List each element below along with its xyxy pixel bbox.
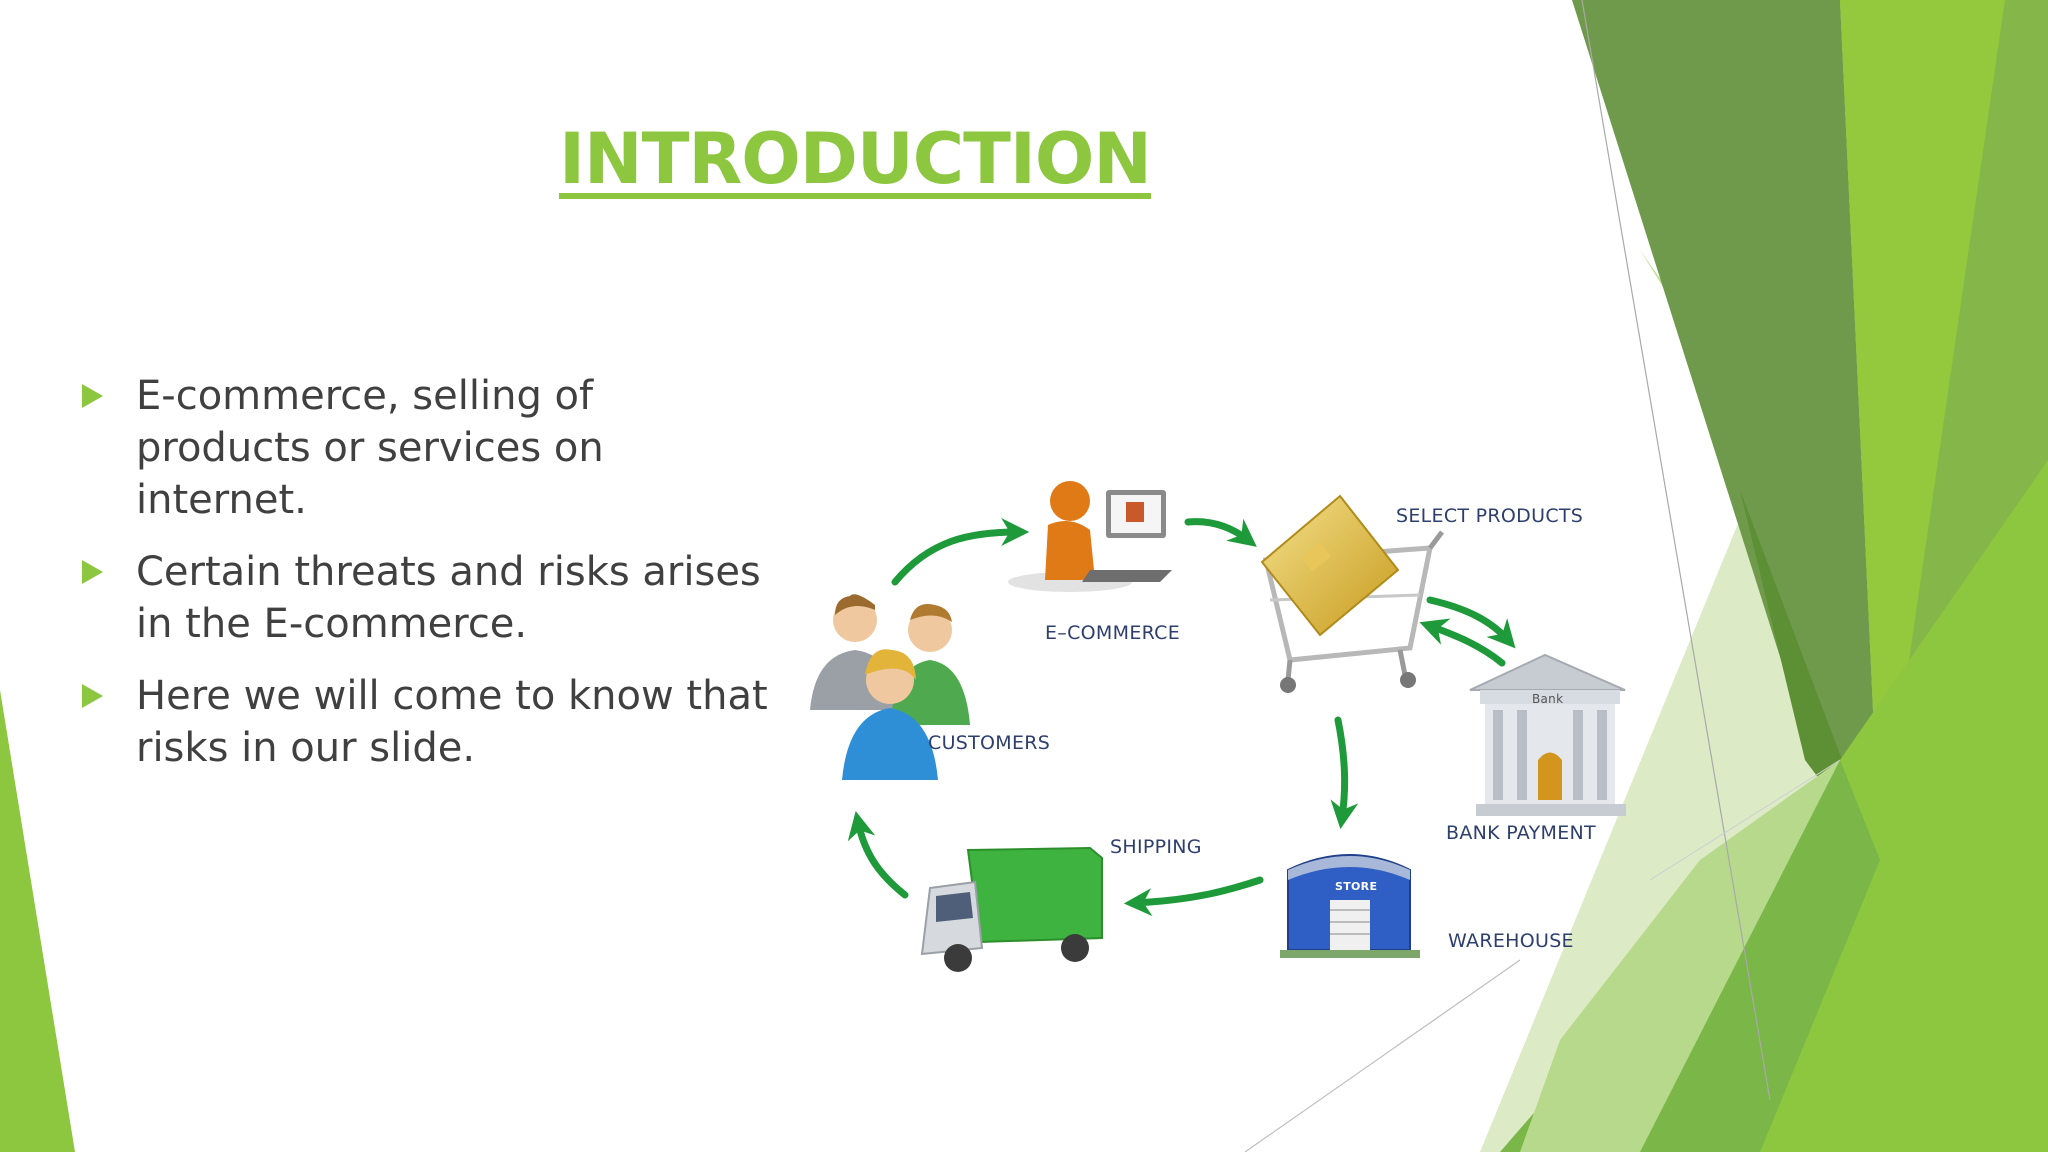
arrow-bank-to-products bbox=[1419, 618, 1506, 667]
warehouse-icon bbox=[1280, 854, 1420, 958]
arrow-customers-to-ecommerce bbox=[891, 518, 1030, 586]
slide-title: INTRODUCTION bbox=[559, 118, 1152, 200]
bottom-facet-light bbox=[1520, 760, 1840, 1152]
bullet-item: E-commerce, selling of products or servi… bbox=[78, 370, 778, 526]
bank-sign: Bank bbox=[1532, 692, 1564, 706]
arrow-products-to-warehouse bbox=[1330, 716, 1359, 830]
bullet-item: Certain threats and risks arises in the … bbox=[78, 546, 778, 650]
store-sign: STORE bbox=[1335, 880, 1378, 893]
arrow-ecommerce-to-products bbox=[1184, 518, 1257, 547]
ecommerce-user-icon bbox=[1008, 481, 1172, 592]
arrow-shipping-to-customers bbox=[847, 811, 909, 899]
select-products-label: SELECT PRODUCTS bbox=[1396, 505, 1584, 527]
arrow-products-to-bank bbox=[1426, 596, 1516, 649]
bullet-list: E-commerce, selling of products or servi… bbox=[78, 370, 778, 794]
thin-guide-line bbox=[1581, 0, 1771, 1101]
customers-label: CUSTOMERS bbox=[928, 732, 1051, 754]
credit-card-icon bbox=[1260, 494, 1400, 637]
ecommerce-cycle-diagram: E–COMMERCE SELECT PRODUCTS CUSTOMERS BAN… bbox=[790, 470, 1650, 980]
bullet-text: Here we will come to know that risks in … bbox=[136, 673, 768, 771]
delivery-truck-icon bbox=[920, 846, 1103, 972]
bank-payment-label: BANK PAYMENT bbox=[1446, 822, 1596, 844]
bullet-arrow-icon bbox=[82, 684, 103, 708]
bank-icon bbox=[1469, 653, 1626, 816]
bottom-facet-bright bbox=[1760, 460, 2048, 1152]
warehouse-label: WAREHOUSE bbox=[1448, 930, 1574, 952]
arrow-warehouse-to-shipping bbox=[1123, 876, 1264, 917]
bullet-text: Certain threats and risks arises in the … bbox=[136, 549, 761, 647]
bullet-item: Here we will come to know that risks in … bbox=[78, 670, 778, 774]
right-facet-bright bbox=[1840, 0, 2005, 860]
bullet-text: E-commerce, selling of products or servi… bbox=[136, 373, 604, 523]
ecommerce-label: E–COMMERCE bbox=[1045, 622, 1181, 644]
right-facet-dark bbox=[1572, 0, 1880, 860]
thin-guide-line bbox=[1649, 759, 1841, 881]
bullet-arrow-icon bbox=[82, 384, 103, 408]
thin-guide-line bbox=[1244, 959, 1521, 1152]
customers-icon bbox=[810, 594, 970, 780]
left-green-facet bbox=[0, 690, 75, 1152]
bullet-arrow-icon bbox=[82, 560, 103, 584]
shipping-label: SHIPPING bbox=[1110, 836, 1202, 858]
